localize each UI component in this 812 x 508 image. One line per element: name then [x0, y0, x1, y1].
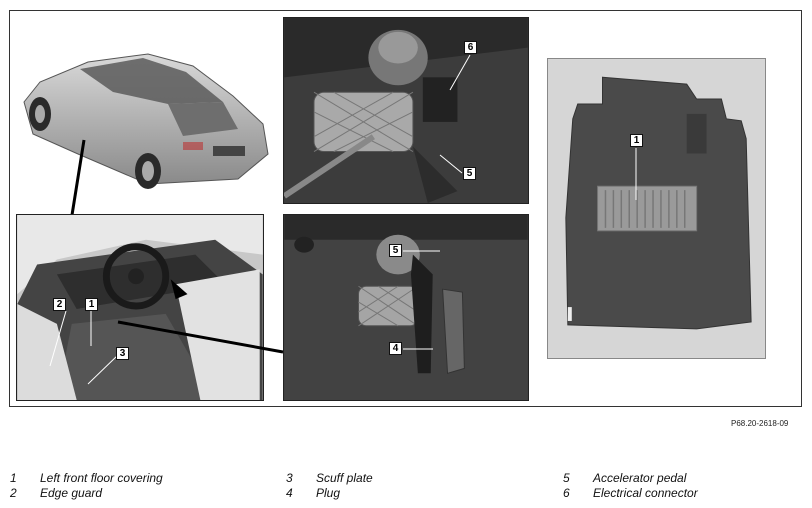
pedal-photo-bottom [283, 214, 529, 401]
reference-code: P68.20-2618-09 [731, 419, 789, 428]
legend-label: Accelerator pedal [593, 471, 687, 485]
legend-label: Electrical connector [593, 486, 698, 500]
callout-interior-3: 3 [116, 347, 129, 360]
legend-number: 4 [286, 486, 293, 500]
car-illustration [18, 44, 273, 194]
callout-pedal-bottom-4: 4 [389, 342, 402, 355]
legend-number: 5 [563, 471, 570, 485]
pedal-photo-top [283, 17, 529, 204]
callout-mat-1: 1 [630, 134, 643, 147]
legend-number: 1 [10, 471, 17, 485]
callout-pedal-top-6: 6 [464, 41, 477, 54]
legend-number: 6 [563, 486, 570, 500]
callout-pedal-bottom-5: 5 [389, 244, 402, 257]
legend-label: Left front floor covering [40, 471, 163, 485]
legend-label: Scuff plate [316, 471, 373, 485]
legend-number: 3 [286, 471, 293, 485]
callout-interior-1: 1 [85, 298, 98, 311]
legend-number: 2 [10, 486, 17, 500]
floor-mat-photo [547, 58, 766, 359]
callout-interior-2: 2 [53, 298, 66, 311]
legend-label: Edge guard [40, 486, 103, 500]
legend-label: Plug [316, 486, 341, 500]
callout-pedal-top-5: 5 [463, 167, 476, 180]
